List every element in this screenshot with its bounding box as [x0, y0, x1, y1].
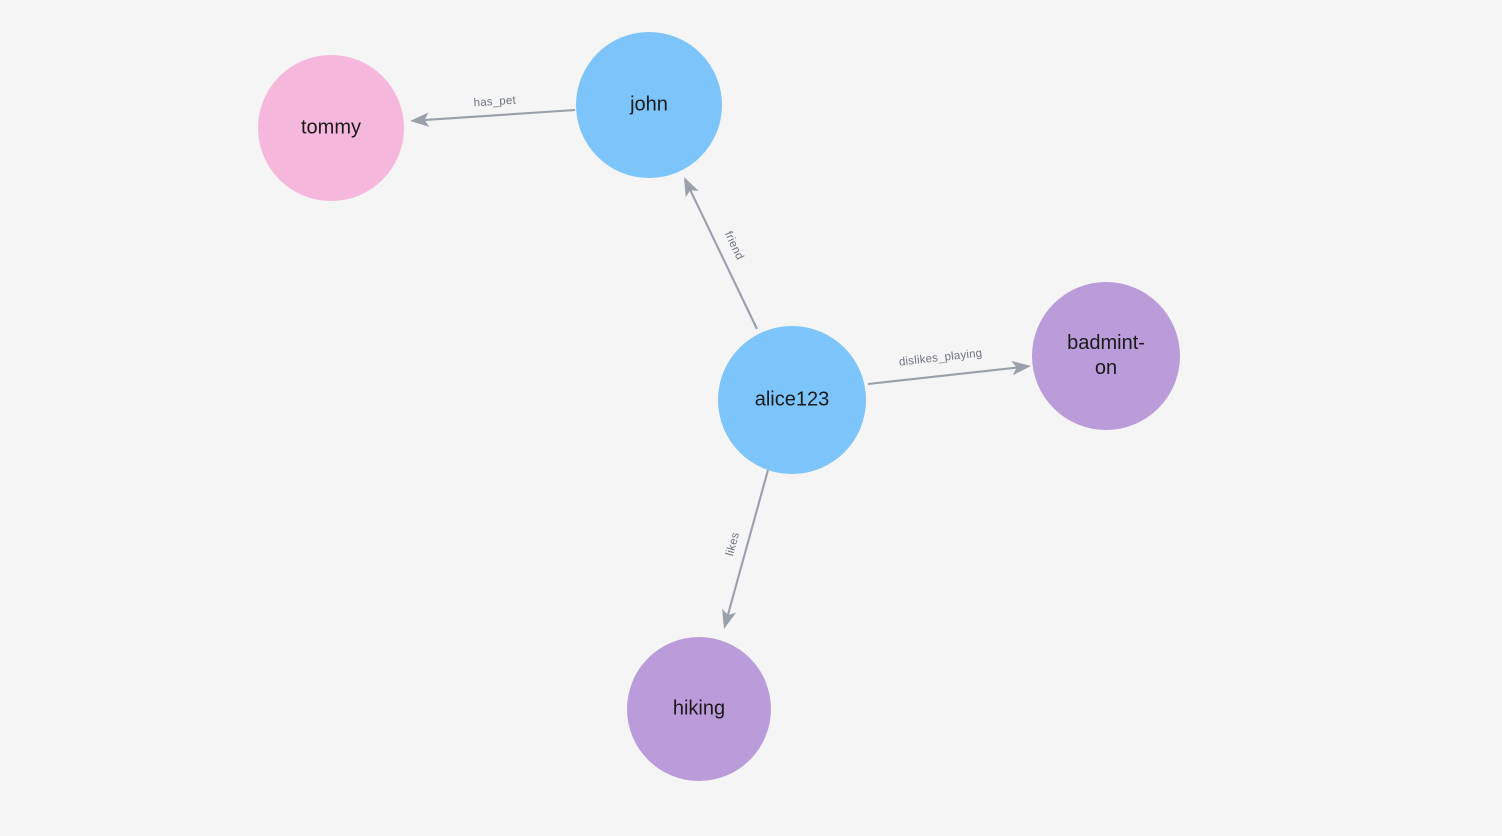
edge-arrowhead-icon: [410, 112, 430, 127]
node-label: alice123: [755, 388, 830, 410]
node-circle[interactable]: [1032, 282, 1180, 430]
graph-node-hiking[interactable]: hiking: [627, 637, 771, 781]
graph-edge[interactable]: has_pet: [410, 95, 576, 127]
node-circle[interactable]: [718, 326, 866, 474]
edge-label: friend: [722, 230, 746, 262]
node-label: john: [629, 93, 668, 115]
edge-line: [726, 469, 770, 617]
node-circle[interactable]: [258, 55, 404, 201]
edge-label: dislikes_playing: [898, 347, 983, 368]
node-label: on: [1095, 357, 1117, 379]
node-label: hiking: [673, 697, 725, 719]
edge-line: [688, 188, 758, 330]
node-circle[interactable]: [576, 32, 722, 178]
graph-edge[interactable]: friend: [684, 177, 758, 330]
edge-arrowhead-icon: [1011, 360, 1031, 376]
nodes-layer: tommy john alice123 badmint-on hiking: [258, 32, 1180, 781]
edge-arrowhead-icon: [722, 608, 737, 629]
edge-label: likes: [724, 531, 742, 557]
graph-node-john[interactable]: john: [576, 32, 722, 178]
edge-arrowhead-icon: [684, 177, 699, 198]
graph-edge[interactable]: dislikes_playing: [867, 347, 1031, 386]
graph-node-badminton[interactable]: badmint-on: [1032, 282, 1180, 430]
graph-node-tommy[interactable]: tommy: [258, 55, 404, 201]
graph-node-alice123[interactable]: alice123: [718, 326, 866, 474]
node-label: badmint-: [1067, 332, 1145, 354]
edge-line: [423, 108, 576, 122]
node-label: tommy: [301, 116, 361, 138]
edge-label: has_pet: [473, 95, 517, 110]
edge-line: [867, 366, 1018, 386]
node-circle[interactable]: [627, 637, 771, 781]
graph-edge[interactable]: likes: [722, 469, 770, 629]
